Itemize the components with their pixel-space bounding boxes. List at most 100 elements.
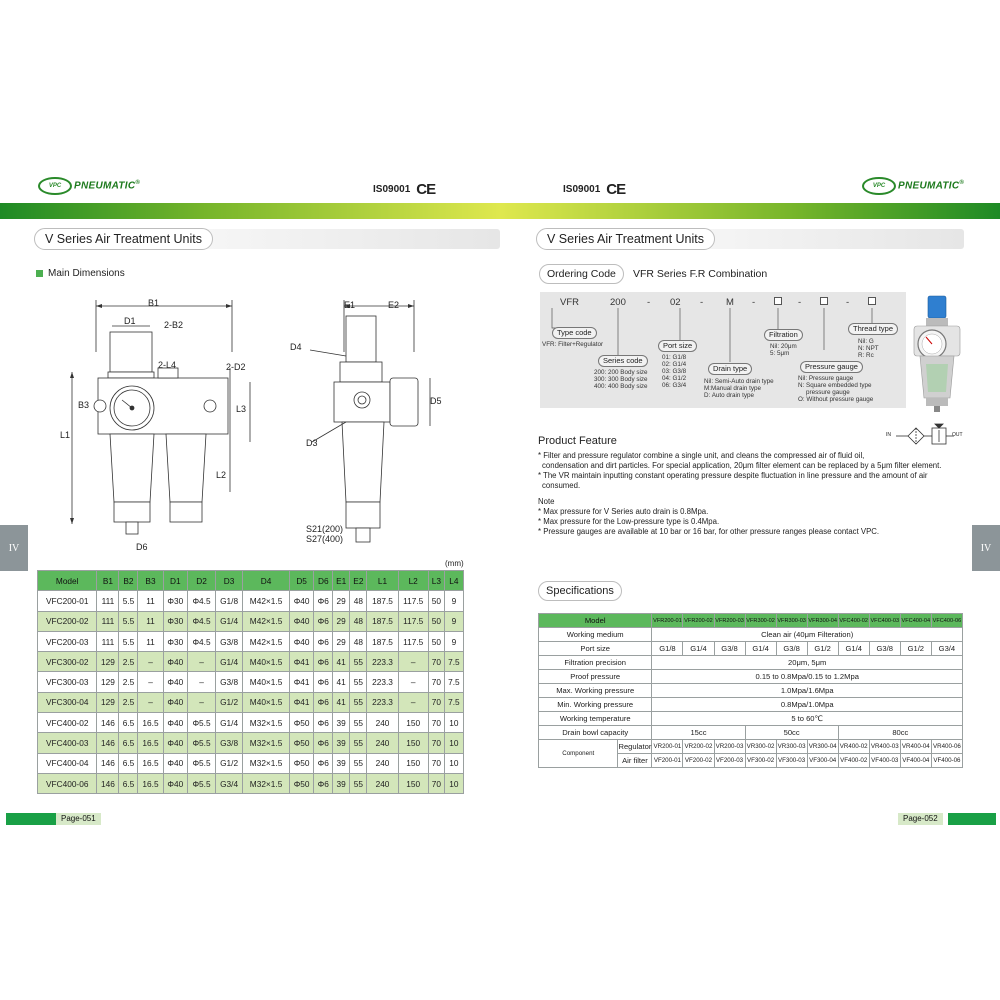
product-image <box>908 292 964 414</box>
unit-label: (mm) <box>445 559 464 568</box>
table-cell: 117.5 <box>397 630 429 653</box>
table-cell: 111 <box>96 610 120 632</box>
table-cell: 48 <box>349 630 368 653</box>
dims-header-cell: D6 <box>313 569 334 592</box>
table-cell: Φ30 <box>162 630 189 653</box>
table-cell: Φ4.5 <box>187 610 216 632</box>
table-cell: 5.5 <box>118 590 139 612</box>
table-cell: G1/4 <box>214 610 244 632</box>
table-cell: Φ4.5 <box>187 590 216 612</box>
spec-cell: Filtration precision <box>537 655 653 670</box>
table-cell: 11 <box>137 610 164 632</box>
spec-model: VFR300-03 <box>775 613 808 628</box>
pressure-gauge-label: Pressure gauge <box>800 361 863 373</box>
spec-cell: 0.15 to 0.8Mpa/0.15 to 1.2Mpa <box>651 669 963 684</box>
thread-type-lines: Nil: G N: NPT R: Rc <box>858 338 879 359</box>
label-D6: D6 <box>136 542 148 552</box>
table-cell: Φ30 <box>162 610 189 632</box>
table-cell: 39 <box>332 752 351 774</box>
dims-header-cell: E2 <box>349 569 368 592</box>
table-cell: 55 <box>349 752 368 774</box>
table-cell: 6.5 <box>118 732 139 754</box>
spec-cell: Air filter <box>617 753 653 768</box>
table-cell: Φ6 <box>313 590 334 612</box>
spec-cell: 50cc <box>744 725 839 740</box>
bullet-square-icon <box>36 270 43 277</box>
note-title: Note <box>538 497 555 506</box>
spec-cell: 20μm, 5μm <box>651 655 963 670</box>
dimension-drawing-svg <box>70 300 431 543</box>
spec-model: VFR300-02 <box>744 613 777 628</box>
spec-model: VFR200-01 <box>651 613 684 628</box>
table-cell: 55 <box>349 651 368 673</box>
spec-cell: VF400-06 <box>930 753 964 768</box>
series-code-label: Series code <box>598 355 648 367</box>
table-cell: G1/8 <box>214 590 244 612</box>
thread-type-label: Thread type <box>848 323 899 335</box>
table-cell: 240 <box>366 712 399 734</box>
table-cell: Φ6 <box>313 752 334 774</box>
spec-cell: VR300-03 <box>775 739 808 754</box>
spec-cell: 0.8Mpa/1.0Mpa <box>651 697 963 712</box>
table-cell: 70 <box>427 752 445 774</box>
table-cell: 50 <box>427 590 445 612</box>
spec-cell: G1/4 <box>837 641 870 656</box>
side-tab-right[interactable]: IV <box>972 525 1000 571</box>
spec-cell: G1/2 <box>899 641 932 656</box>
spec-cell: Regulator <box>617 739 653 754</box>
table-cell: 50 <box>427 630 445 653</box>
dimension-diagram: B1 D1 2-B2 2-L4 2-D2 B3 L3 L1 L2 D6 E1 E… <box>50 292 490 560</box>
side-tab-left[interactable]: IV <box>0 525 28 571</box>
table-cell: 240 <box>366 752 399 774</box>
table-cell: G3/8 <box>214 732 244 754</box>
table-cell: Φ40 <box>162 772 189 795</box>
code-dash-1: - <box>647 297 651 308</box>
table-cell: Φ5.5 <box>187 752 216 774</box>
table-cell: 2.5 <box>118 691 139 714</box>
spec-component-label: Component <box>537 739 619 768</box>
table-cell: Φ6 <box>313 651 334 673</box>
table-cell: M42×1.5 <box>242 610 290 632</box>
table-cell: 48 <box>349 590 368 612</box>
code-dash-3: - <box>752 297 756 308</box>
table-cell: Φ40 <box>162 671 189 693</box>
spec-cell: VF400-04 <box>899 753 932 768</box>
code-m: M <box>726 297 734 308</box>
spec-model: VFC400-04 <box>899 613 932 628</box>
table-cell: 70 <box>427 732 445 754</box>
table-cell: 10 <box>443 712 465 734</box>
table-cell: 146 <box>96 732 120 754</box>
label-E2: E2 <box>388 300 400 310</box>
logo-text: PNEUMATIC® <box>898 180 965 192</box>
spec-cell: Max. Working pressure <box>537 683 653 698</box>
table-cell: Φ50 <box>288 712 315 734</box>
table-cell: 117.5 <box>397 610 429 632</box>
note-block: Note * Max pressure for V Series auto dr… <box>538 497 880 536</box>
table-cell: 5.5 <box>118 630 139 653</box>
spec-cell: VR400-03 <box>868 739 901 754</box>
footer-bar-right <box>948 813 996 825</box>
spec-cell: G1/4 <box>744 641 777 656</box>
table-cell: VFC200-02 <box>36 610 98 632</box>
pressure-gauge-lines: Nil: Pressure gauge N: Square embedded t… <box>798 375 874 403</box>
table-cell: G3/4 <box>214 772 244 795</box>
dims-header-cell: L3 <box>427 569 445 592</box>
logo-right: VPC PNEUMATIC® <box>862 177 964 195</box>
table-cell: Φ6 <box>313 691 334 714</box>
table-cell: VFC400-06 <box>36 772 98 795</box>
label-D1: D1 <box>124 316 136 326</box>
table-cell: 39 <box>332 732 351 754</box>
code-gauge-box <box>820 296 828 307</box>
spec-cell: G3/8 <box>713 641 746 656</box>
table-cell: M40×1.5 <box>242 671 290 693</box>
table-cell: Φ50 <box>288 772 315 795</box>
table-cell: 10 <box>443 732 465 754</box>
spec-model: VFR200-03 <box>713 613 746 628</box>
